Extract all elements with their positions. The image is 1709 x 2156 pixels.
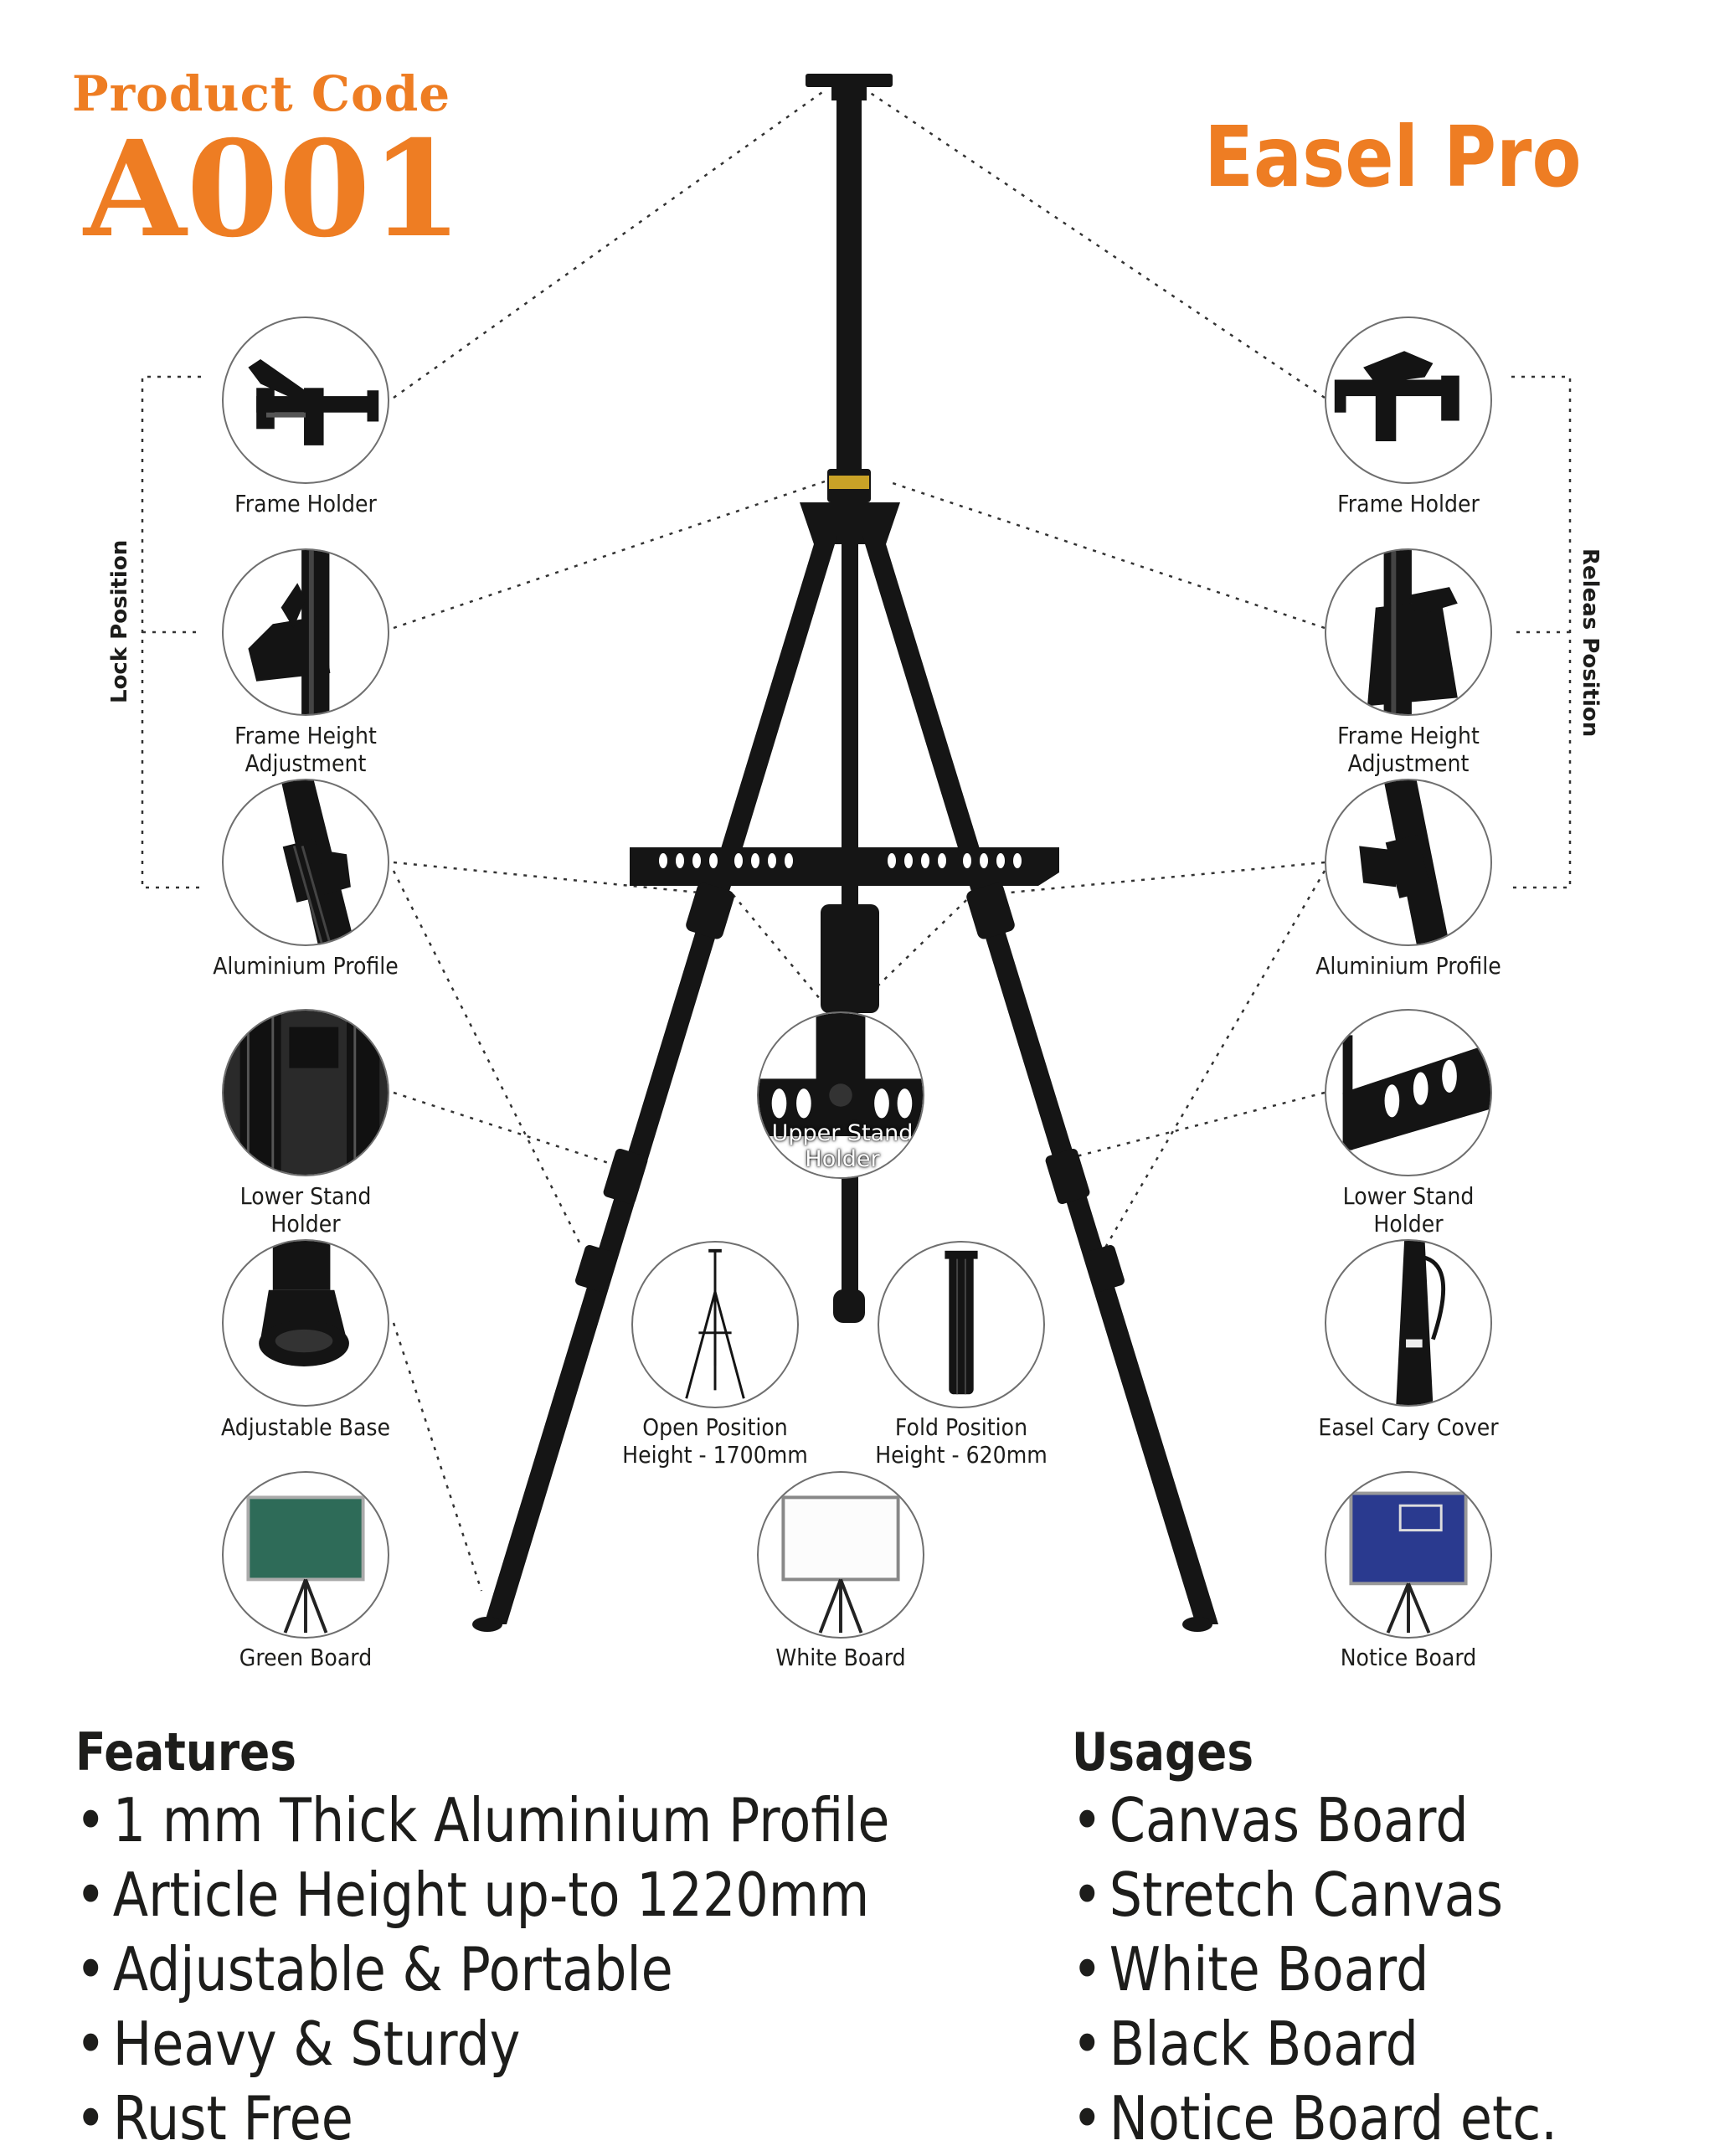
easel-cary-cover-label: Easel Cary Cover bbox=[1318, 1413, 1499, 1441]
notice-board-label: Notice Board bbox=[1340, 1644, 1477, 1671]
product-code-value: A001 bbox=[84, 112, 463, 267]
green-board-icon bbox=[222, 1471, 389, 1639]
slotted-shelf-icon bbox=[1325, 1009, 1492, 1176]
list-item: •Rust Free bbox=[75, 2083, 353, 2153]
list-item: •Black Board bbox=[1072, 2009, 1418, 2079]
green-board-label: Green Board bbox=[239, 1644, 373, 1671]
white-board-label: White Board bbox=[775, 1644, 906, 1671]
list-item: •Notice Board etc. bbox=[1072, 2083, 1557, 2153]
product-code-label: Product Code bbox=[72, 65, 451, 122]
left-aluminium-profile-label: Aluminium Profile bbox=[213, 952, 399, 980]
carry-bag-icon bbox=[1325, 1239, 1492, 1407]
list-item: •Canvas Board bbox=[1072, 1785, 1469, 1855]
folded-easel-icon bbox=[878, 1241, 1045, 1408]
list-item: •Adjustable & Portable bbox=[75, 1934, 673, 2004]
frame-holder-clamp-icon bbox=[1325, 316, 1492, 484]
left-frame-holder-label: Frame Holder bbox=[234, 490, 377, 517]
callout-lines bbox=[141, 89, 1572, 1592]
release-position-label: Releas Position bbox=[1578, 548, 1603, 738]
lower-stand-holder-icon bbox=[222, 1009, 389, 1176]
list-item: •Article Height up-to 1220mm bbox=[75, 1860, 870, 1930]
frame-holder-clamp-icon bbox=[222, 316, 389, 484]
usages-heading: Usages bbox=[1072, 1721, 1254, 1783]
features-list: •1 mm Thick Aluminium Profile •Article H… bbox=[75, 1783, 1022, 2156]
list-item: •White Board bbox=[1072, 1934, 1429, 2004]
notice-board-icon bbox=[1325, 1471, 1492, 1639]
white-board-icon bbox=[757, 1471, 924, 1639]
rubber-foot-icon bbox=[222, 1239, 389, 1407]
lock-position-label: Lock Position bbox=[107, 539, 132, 703]
list-item: •1 mm Thick Aluminium Profile bbox=[75, 1785, 890, 1855]
open-easel-icon bbox=[631, 1241, 799, 1408]
main-easel bbox=[472, 74, 1218, 1632]
right-aluminium-profile-label: Aluminium Profile bbox=[1315, 952, 1501, 980]
aluminium-profile-icon bbox=[222, 779, 389, 946]
right-frame-holder-label: Frame Holder bbox=[1337, 490, 1480, 517]
left-adjustable-base-label: Adjustable Base bbox=[220, 1413, 391, 1441]
height-adjust-knob-icon bbox=[1325, 548, 1492, 716]
usages-list: •Canvas Board •Stretch Canvas •White Boa… bbox=[1072, 1783, 1636, 2156]
list-item: •Heavy & Sturdy bbox=[75, 2009, 521, 2079]
height-adjust-knob-icon bbox=[222, 548, 389, 716]
list-item: •Stretch Canvas bbox=[1072, 1860, 1504, 1930]
aluminium-profile-icon bbox=[1325, 779, 1492, 946]
features-heading: Features bbox=[75, 1721, 297, 1783]
product-name: Easel Pro bbox=[1204, 108, 1582, 206]
